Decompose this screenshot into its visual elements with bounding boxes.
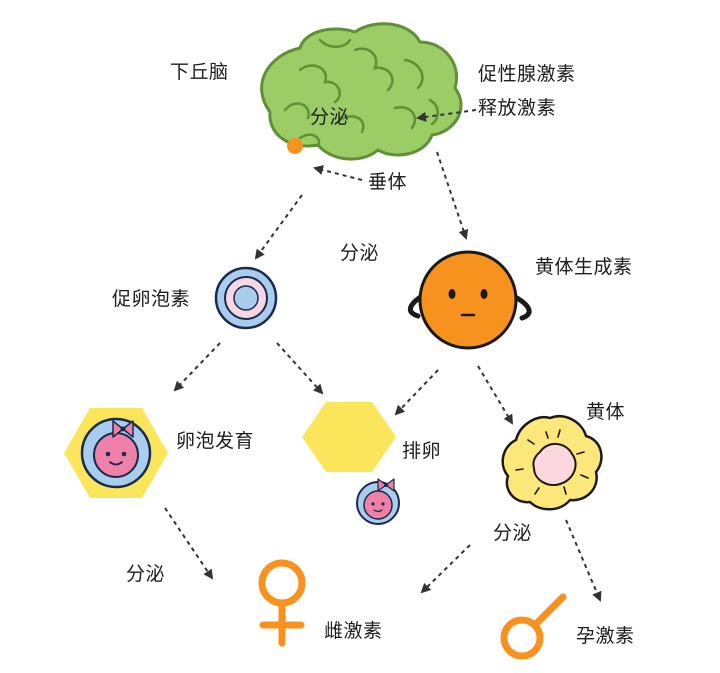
egg-icon — [356, 478, 400, 525]
gnrh-label-line2: 释放激素 — [478, 97, 557, 119]
arrow-gnrh — [416, 109, 477, 122]
arrow-fsh-ovulation — [276, 342, 324, 395]
estrogen-label: 雌激素 — [324, 620, 383, 642]
arrow-pituitary — [313, 165, 363, 181]
arrow-follicle-estrogen — [164, 507, 214, 580]
ovulation-label: 排卵 — [402, 440, 442, 462]
follicle-hexagon-icon — [64, 408, 168, 498]
progesterone-label: 孕激素 — [576, 625, 635, 647]
pituitary-dot-icon — [287, 138, 303, 154]
ovum-hexagon-icon — [302, 402, 396, 472]
male-symbol-icon — [500, 593, 567, 660]
fsh-cell-icon — [214, 266, 278, 330]
fsh-label: 促卵泡素 — [112, 288, 191, 310]
corpus-luteum-label: 黄体 — [586, 401, 626, 423]
brain-secrete-label: 分泌 — [310, 106, 350, 128]
hypothalamus-label: 下丘脑 — [170, 61, 229, 83]
arrow-luteum-progesterone — [565, 519, 602, 602]
lh-label: 黄体生成素 — [535, 256, 633, 278]
arrow-to-lh — [436, 151, 469, 240]
arrow-lh-ovulation — [394, 369, 439, 416]
lh-character-icon — [407, 250, 532, 350]
brain-icon — [260, 22, 463, 161]
gnrh-label-line1: 促性腺激素 — [478, 63, 576, 85]
arrow-luteum-estrogen — [420, 544, 471, 594]
pituitary-secrete-label: 分泌 — [340, 242, 380, 264]
luteum-secrete-label: 分泌 — [493, 522, 533, 544]
arrow-fsh-follicle — [173, 342, 221, 392]
female-symbol-icon — [258, 559, 306, 647]
pituitary-label: 垂体 — [368, 171, 408, 193]
follicle-development-label: 卵泡发育 — [176, 430, 255, 452]
corpus-luteum-icon — [501, 415, 603, 511]
arrow-to-fsh — [254, 194, 303, 260]
follicle-secrete-label: 分泌 — [126, 563, 166, 585]
arrow-lh-luteum — [477, 365, 514, 425]
